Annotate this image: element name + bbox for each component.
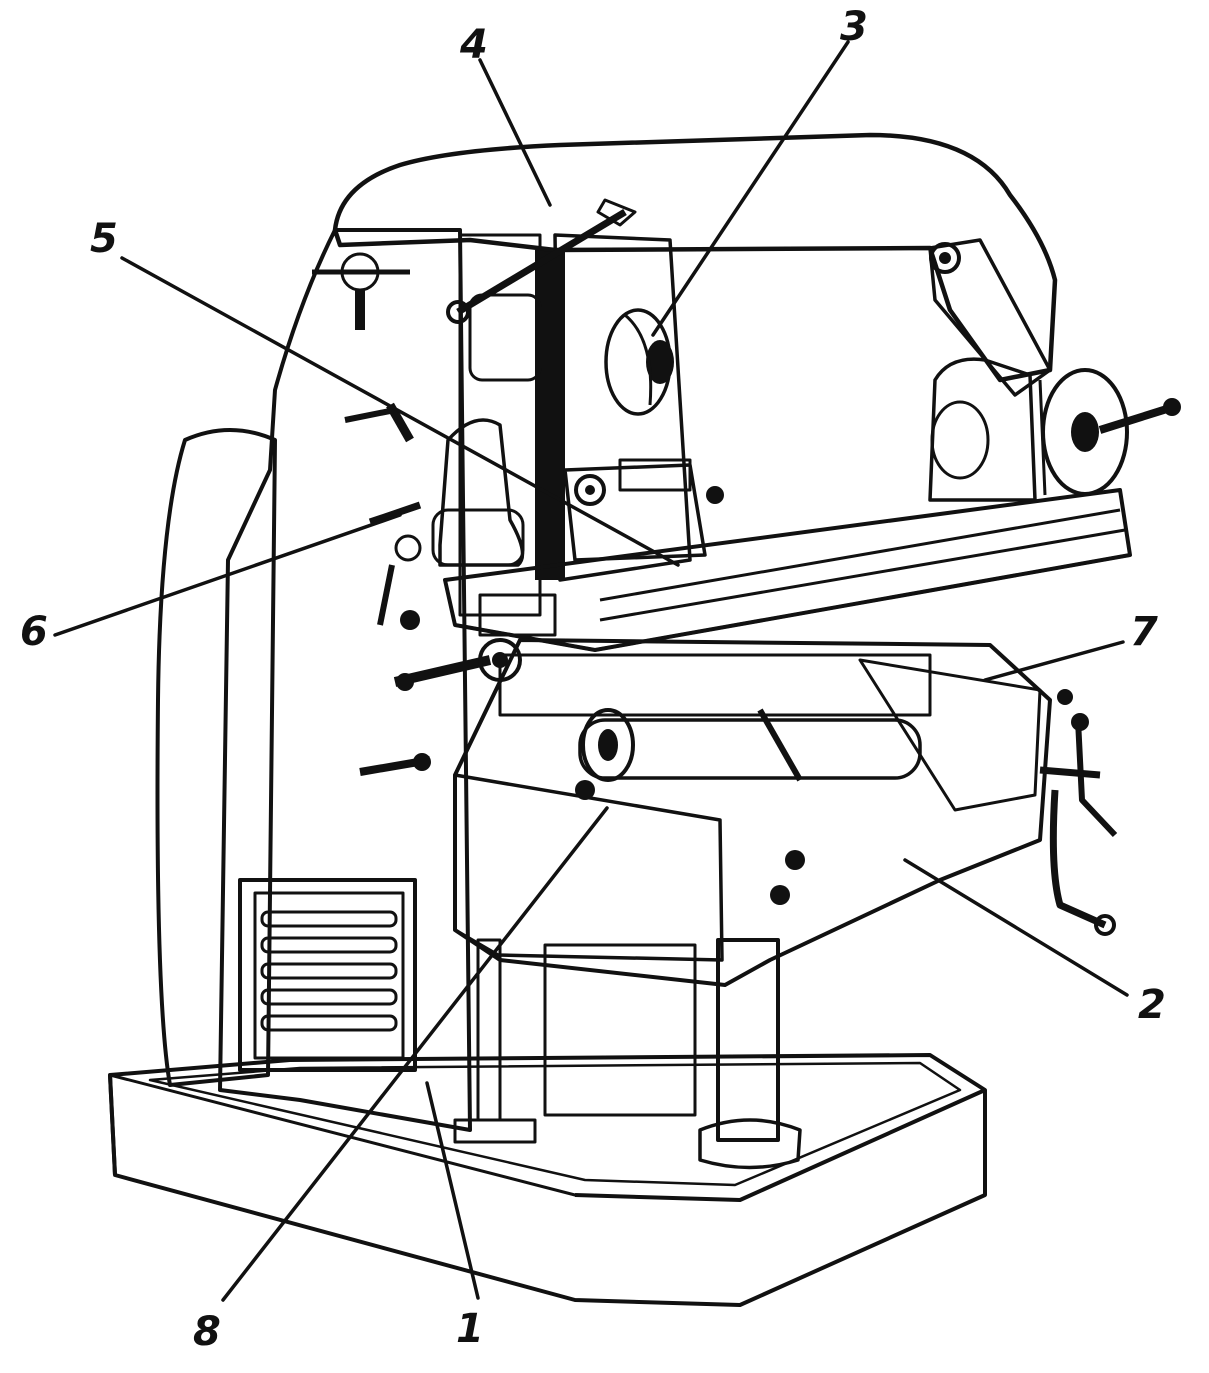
spindle — [604, 308, 674, 416]
callout-label-8: 8 — [193, 1309, 221, 1355]
dividing-head — [928, 357, 1181, 502]
overarm — [332, 132, 1058, 397]
callout-label-2: 2 — [1138, 982, 1166, 1028]
leader-7 — [983, 640, 1125, 682]
column-levers — [312, 252, 492, 776]
leader-3 — [651, 40, 850, 337]
leader-2 — [903, 858, 1129, 997]
knee — [453, 638, 1118, 987]
callout-label-6: 6 — [20, 609, 48, 655]
callout-leaders — [53, 40, 1129, 1302]
leader-4 — [478, 58, 552, 207]
callout-labels: 1 2 3 4 5 6 7 8 — [20, 4, 1166, 1355]
knee-support-pillar — [698, 938, 802, 1170]
callout-label-1: 1 — [456, 1306, 484, 1352]
callout-label-4: 4 — [459, 22, 488, 68]
callout-label-5: 5 — [90, 216, 118, 262]
cabinet-louvers — [260, 910, 398, 1032]
callout-label-7: 7 — [1130, 609, 1158, 655]
callout-label-3: 3 — [840, 4, 868, 50]
leader-8 — [221, 806, 609, 1302]
leader-1 — [425, 1081, 480, 1300]
leader-5 — [120, 256, 680, 567]
work-table — [443, 458, 1132, 652]
gearbox-housing — [431, 418, 525, 567]
leader-6 — [53, 513, 402, 637]
column-body — [155, 228, 697, 1144]
